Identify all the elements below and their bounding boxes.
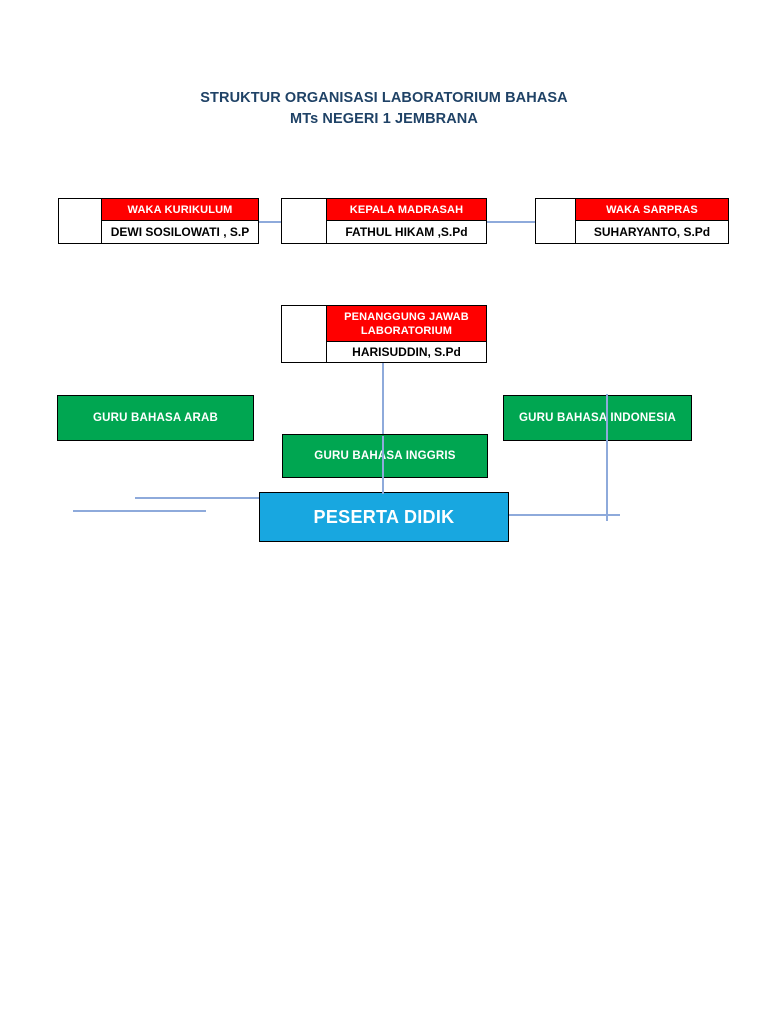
title-line-1: STRUKTUR ORGANISASI LABORATORIUM BAHASA xyxy=(200,90,568,106)
node-guru-bahasa-indonesia[interactable]: GURU BAHASA INDONESIA xyxy=(503,395,692,441)
node-waka-kurikulum-content: WAKA KURIKULUM DEWI SOSILOWATI , S.P xyxy=(102,199,258,243)
node-waka-kurikulum[interactable]: WAKA KURIKULUM DEWI SOSILOWATI , S.P xyxy=(58,198,259,244)
node-guru-bahasa-arab[interactable]: GURU BAHASA ARAB xyxy=(57,395,254,441)
node-kepala-madrasah-name: FATHUL HIKAM ,S.Pd xyxy=(327,221,486,243)
connector-peserta-left-upper xyxy=(135,497,260,499)
connector-peserta-left-lower xyxy=(73,510,206,512)
node-waka-kurikulum-name: DEWI SOSILOWATI , S.P xyxy=(102,221,258,243)
node-penanggung-jawab-content: PENANGGUNG JAWAB LABORATORIUM HARISUDDIN… xyxy=(327,306,486,362)
node-waka-sarpras-spacer xyxy=(536,199,576,243)
connector-kepala-sarpras xyxy=(487,221,535,223)
node-penanggung-jawab-spacer xyxy=(282,306,327,362)
title-line-2: MTs NEGERI 1 JEMBRANA xyxy=(290,111,478,127)
node-penanggung-jawab-role-line2: LABORATORIUM xyxy=(360,324,453,337)
node-penanggung-jawab-role: PENANGGUNG JAWAB LABORATORIUM xyxy=(327,306,486,342)
node-penanggung-jawab-name: HARISUDDIN, S.Pd xyxy=(327,342,486,362)
node-waka-sarpras[interactable]: WAKA SARPRAS SUHARYANTO, S.Pd xyxy=(535,198,729,244)
connector-inggris-to-peserta xyxy=(382,436,384,494)
node-guru-bahasa-arab-label: GURU BAHASA ARAB xyxy=(92,412,218,424)
node-guru-bahasa-indonesia-label: GURU BAHASA INDONESIA xyxy=(518,412,677,424)
node-waka-sarpras-name: SUHARYANTO, S.Pd xyxy=(576,221,728,243)
connector-pj-to-inggris xyxy=(382,363,384,436)
node-waka-sarpras-content: WAKA SARPRAS SUHARYANTO, S.Pd xyxy=(576,199,728,243)
node-guru-bahasa-inggris-label: GURU BAHASA INGGRIS xyxy=(314,450,456,462)
node-waka-kurikulum-role: WAKA KURIKULUM xyxy=(102,199,258,221)
node-kepala-madrasah-role: KEPALA MADRASAH xyxy=(327,199,486,221)
node-kepala-madrasah-spacer xyxy=(282,199,327,243)
node-penanggung-jawab-role-line1: PENANGGUNG JAWAB xyxy=(344,310,469,323)
node-waka-sarpras-role: WAKA SARPRAS xyxy=(576,199,728,221)
node-kepala-madrasah[interactable]: KEPALA MADRASAH FATHUL HIKAM ,S.Pd xyxy=(281,198,487,244)
chart-title: STRUKTUR ORGANISASI LABORATORIUM BAHASA … xyxy=(0,88,768,130)
node-peserta-didik[interactable]: PESERTA DIDIK xyxy=(259,492,509,542)
connector-peserta-right xyxy=(508,514,620,516)
connector-indonesia-vertical xyxy=(606,394,608,521)
node-kepala-madrasah-content: KEPALA MADRASAH FATHUL HIKAM ,S.Pd xyxy=(327,199,486,243)
node-penanggung-jawab-laboratorium[interactable]: PENANGGUNG JAWAB LABORATORIUM HARISUDDIN… xyxy=(281,305,487,363)
node-peserta-didik-label: PESERTA DIDIK xyxy=(313,506,455,527)
connector-kurikulum-kepala xyxy=(259,221,281,223)
node-guru-bahasa-inggris[interactable]: GURU BAHASA INGGRIS xyxy=(282,434,488,478)
node-waka-kurikulum-spacer xyxy=(59,199,102,243)
